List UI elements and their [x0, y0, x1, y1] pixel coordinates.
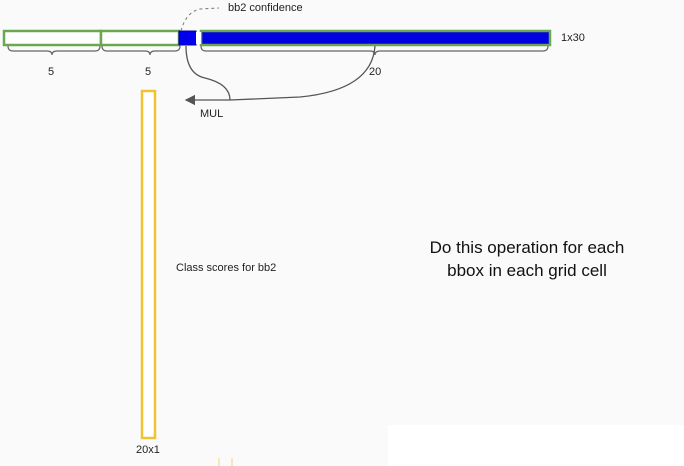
- vector-size-label: 1x30: [561, 32, 585, 44]
- class-scores-segment: [199, 29, 552, 47]
- brace-second-five: [101, 45, 181, 56]
- classes-to-mul-curve: [229, 45, 376, 101]
- segment-braces: [7, 45, 549, 56]
- confidence-label: bb2 confidence: [228, 2, 303, 14]
- bb2-confidence-cell: [178, 30, 197, 46]
- mul-label: MUL: [200, 108, 223, 120]
- operation-note: Do this operation for each bbox in each …: [392, 236, 662, 282]
- class-scores-separator: [196, 32, 201, 44]
- column-label: Class scores for bb2: [176, 262, 276, 274]
- confidence-to-mul-curve: [185, 45, 231, 101]
- brace-first-five: [7, 45, 101, 56]
- segment-label-first: 5: [48, 66, 54, 78]
- confidence-callout-line: [180, 7, 220, 32]
- class-scores-column: [140, 89, 157, 440]
- brace-class-scores: [200, 45, 549, 56]
- note-line-2: bbox in each grid cell: [447, 261, 607, 280]
- note-line-1: Do this operation for each: [429, 238, 625, 257]
- segment-label-second: 5: [145, 66, 151, 78]
- segment-label-classes: 20: [369, 66, 381, 78]
- output-vector: [2, 29, 552, 47]
- background-patch: [388, 425, 684, 466]
- bb2-box-segment: [99, 29, 181, 47]
- column-size-label: 20x1: [136, 444, 160, 456]
- bb1-box-segment: [2, 29, 103, 47]
